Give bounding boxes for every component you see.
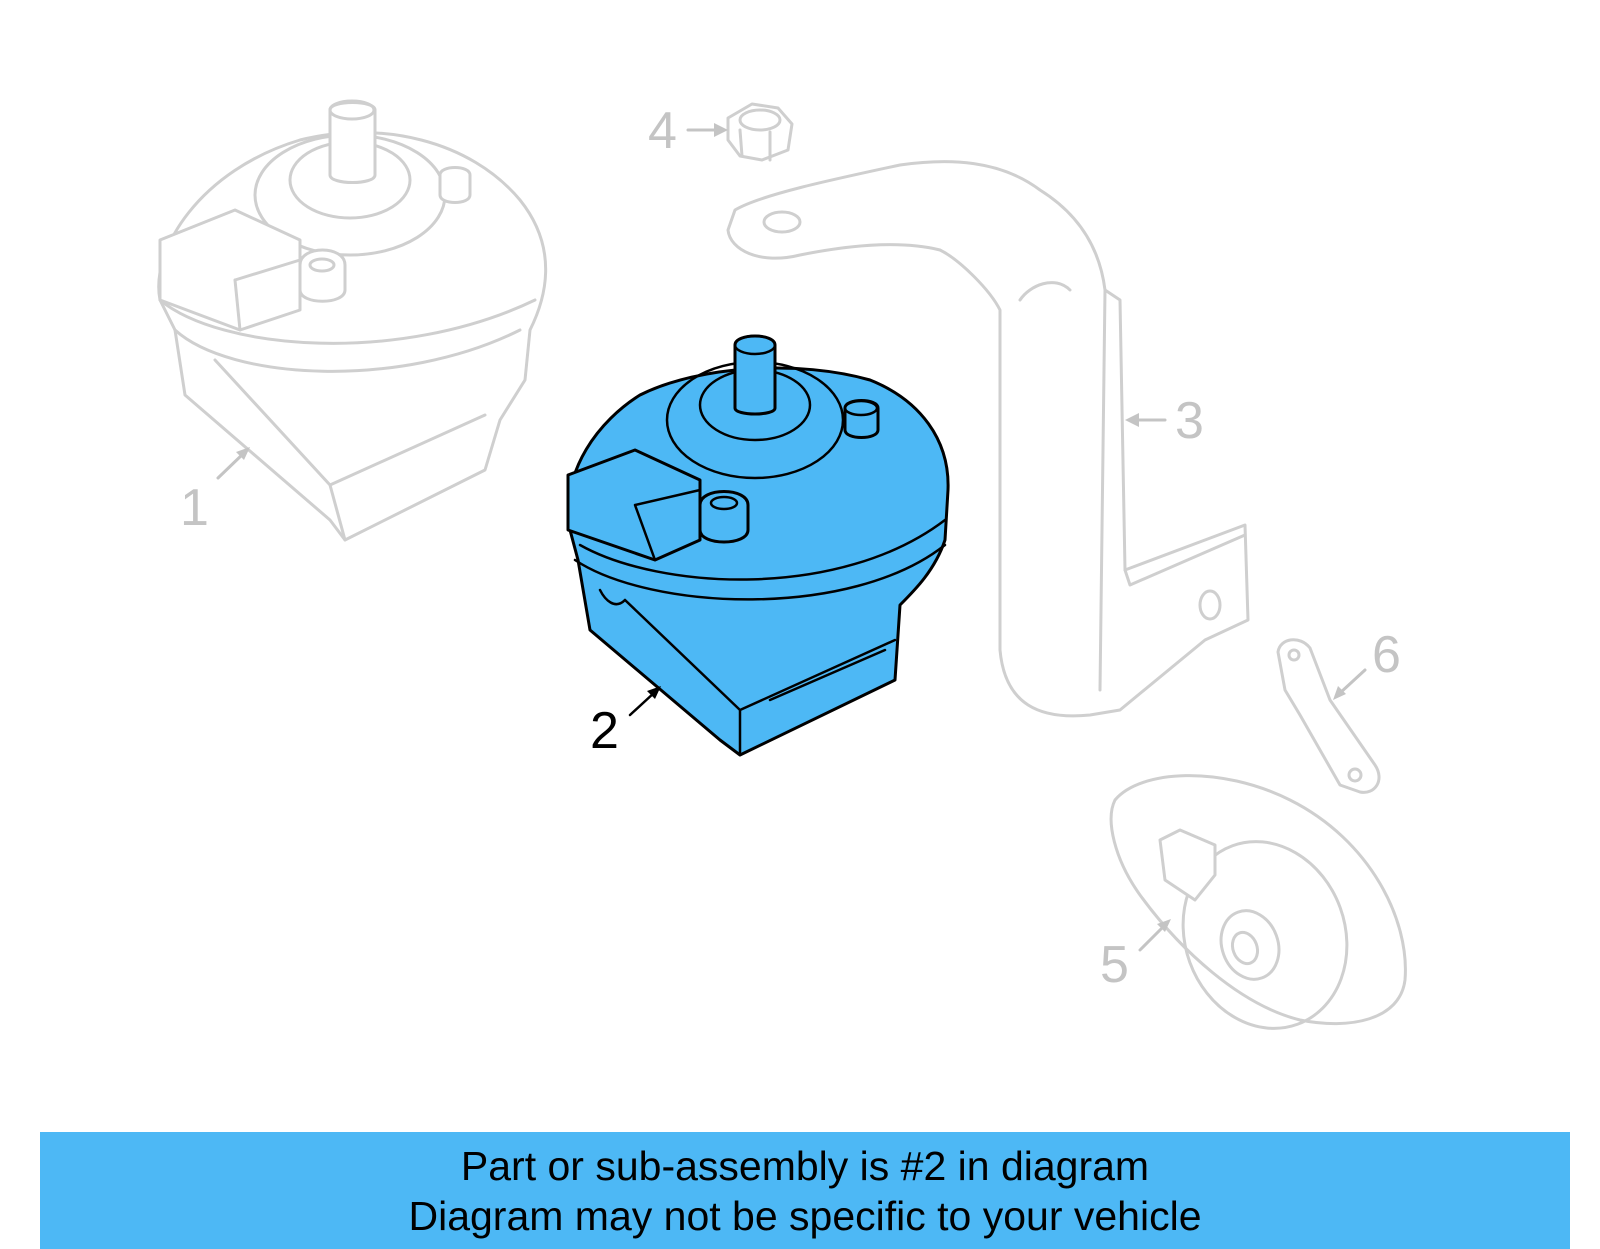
callout-3-label: 3 — [1175, 392, 1204, 450]
part-5-disc-horn — [1109, 774, 1407, 1030]
callout-2: 2 — [590, 686, 661, 760]
part-2-horn-highlighted[interactable] — [566, 334, 950, 757]
callout-4-label: 4 — [648, 102, 677, 160]
callout-6: 6 — [1333, 626, 1401, 700]
callout-2-label: 2 — [590, 702, 619, 760]
info-banner: Part or sub-assembly is #2 in diagram Di… — [40, 1132, 1570, 1249]
callout-6-label: 6 — [1372, 626, 1401, 684]
part-6-link — [1276, 638, 1381, 794]
part-1-horn — [157, 99, 548, 542]
callout-5: 5 — [1100, 919, 1171, 994]
callout-1-label: 1 — [180, 479, 209, 537]
callout-5-label: 5 — [1100, 936, 1129, 994]
parts-diagram: 1 4 3 6 — [157, 99, 1407, 1030]
banner-line-1: Part or sub-assembly is #2 in diagram — [460, 1142, 1150, 1189]
callout-3: 3 — [1125, 392, 1204, 450]
banner-line-2: Diagram may not be specific to your vehi… — [408, 1192, 1202, 1239]
callout-1: 1 — [180, 447, 250, 537]
part-4-nut — [726, 102, 794, 162]
callout-4: 4 — [648, 102, 728, 160]
part-3-bracket — [726, 160, 1250, 718]
